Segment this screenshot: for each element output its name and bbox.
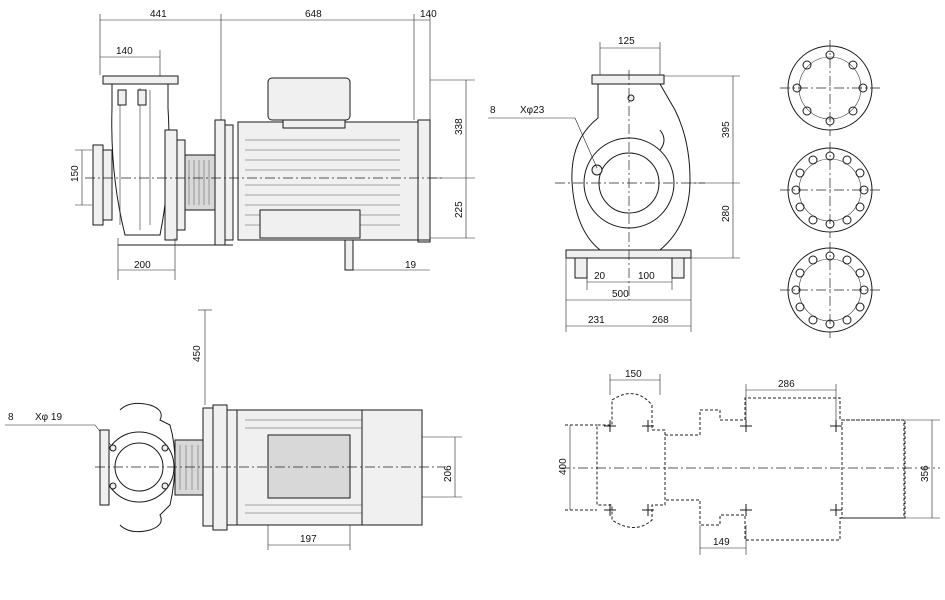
dim-500: 500 [612, 289, 629, 300]
dim-648: 648 [305, 9, 322, 20]
side-view: 441 648 140 140 150 [70, 9, 475, 280]
dim-225: 225 [454, 201, 465, 218]
front-bolt-count: 8 [490, 105, 496, 116]
top-bolt-count: 8 [8, 412, 14, 423]
dim-20: 20 [594, 271, 606, 282]
dim-125: 125 [618, 36, 635, 47]
dim-338: 338 [454, 118, 465, 135]
dim-280: 280 [721, 205, 732, 222]
front-bolt-dia: Xφ23 [520, 105, 545, 116]
dim-231: 231 [588, 315, 605, 326]
dim-441: 441 [150, 9, 167, 20]
dim-200-base: 200 [134, 260, 151, 271]
flange-8-hole [780, 40, 880, 136]
dim-150-foot: 150 [625, 369, 642, 380]
dim-197: 197 [300, 534, 317, 545]
flange-16-hole [780, 242, 880, 338]
dim-19: 19 [405, 260, 417, 271]
dim-286: 286 [778, 379, 795, 390]
flange-12-hole [780, 142, 880, 238]
dim-140-flange: 140 [116, 46, 133, 57]
dim-400: 400 [558, 458, 569, 475]
dim-149: 149 [713, 537, 730, 548]
dim-206: 206 [443, 465, 454, 482]
dim-100: 100 [638, 271, 655, 282]
top-view: 450 8 Xφ 19 20 [5, 309, 462, 550]
front-view: 125 8 Xφ23 395 280 20 100 5 [488, 36, 740, 332]
dim-356: 356 [920, 465, 931, 482]
dim-140-motor: 140 [420, 9, 437, 20]
dim-395: 395 [721, 121, 732, 138]
dim-268: 268 [652, 315, 669, 326]
dim-150-outlet: 150 [70, 165, 81, 182]
top-bolt-dia: Xφ 19 [35, 412, 62, 423]
footprint-view: 150 286 400 356 [558, 369, 940, 555]
flange-views [780, 40, 880, 338]
dim-450: 450 [192, 345, 203, 362]
